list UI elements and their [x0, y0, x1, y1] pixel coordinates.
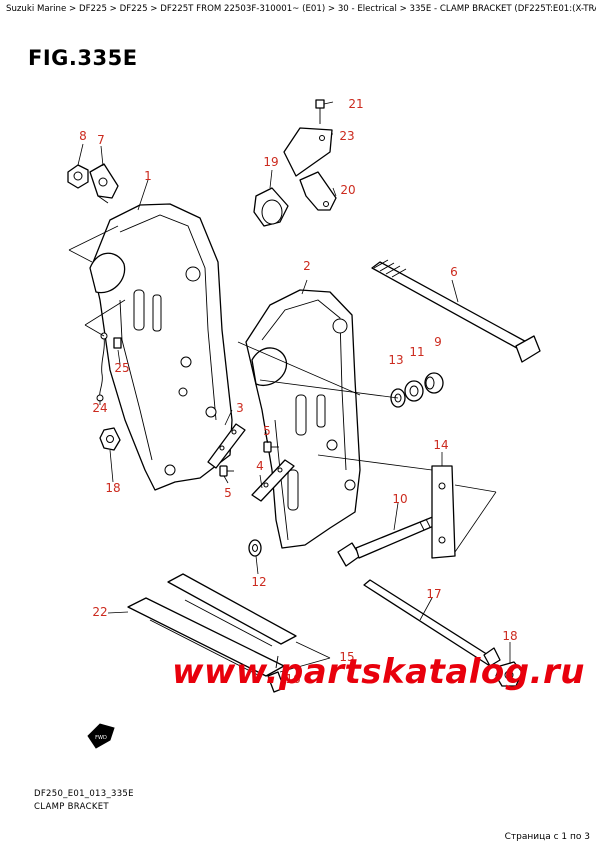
- callout-9: 9: [434, 335, 442, 349]
- callout-18-left: 18: [105, 481, 120, 495]
- callout-19: 19: [263, 155, 278, 169]
- callout-7: 7: [97, 133, 105, 147]
- callout-3: 3: [236, 401, 244, 415]
- part-25-screw[interactable]: [113, 337, 122, 349]
- callout-15: 15: [339, 650, 354, 664]
- part-2-clamp-bracket-right[interactable]: [245, 289, 361, 549]
- callout-21: 21: [348, 97, 363, 111]
- part-6-tilt-tube[interactable]: [371, 259, 541, 363]
- part-14-plate[interactable]: [431, 465, 456, 559]
- fwd-label: FWD: [95, 735, 107, 741]
- part-22-pad[interactable]: [127, 597, 285, 677]
- part-15-pad[interactable]: [167, 573, 297, 647]
- part-16-bolt[interactable]: [267, 655, 285, 693]
- callout-22: 22: [92, 605, 107, 619]
- callout-4: 4: [256, 459, 264, 473]
- part-5-screw[interactable]: [219, 441, 279, 477]
- part-20-bracket[interactable]: [299, 171, 337, 211]
- part-23-cover[interactable]: [283, 127, 333, 177]
- part-18-nut[interactable]: [99, 427, 523, 687]
- part-10-bolt[interactable]: [337, 513, 444, 567]
- leader-lines: [68, 101, 511, 673]
- part-19-cap[interactable]: [253, 187, 289, 227]
- figure-code: DF250_E01_013_335E: [34, 789, 134, 799]
- callout-12: 12: [251, 575, 266, 589]
- breadcrumb[interactable]: Suzuki Marine > DF225 > DF225 > DF225T F…: [6, 4, 596, 14]
- callout-20: 20: [340, 183, 355, 197]
- part-21-bolt[interactable]: [315, 99, 325, 124]
- watermark: www.partskatalog.ru: [172, 652, 586, 692]
- callout-11: 11: [409, 345, 424, 359]
- callout-25: 25: [114, 361, 129, 375]
- callout-8: 8: [79, 129, 87, 143]
- callout-13: 13: [388, 353, 403, 367]
- callout-18-right: 18: [502, 629, 517, 643]
- callout-5-upper: 5: [263, 424, 271, 438]
- callout-23: 23: [339, 129, 354, 143]
- part-12-washer[interactable]: [248, 539, 262, 557]
- part-9-bushing[interactable]: [424, 372, 444, 394]
- callout-2: 2: [303, 259, 311, 273]
- part-3-plate[interactable]: [207, 423, 246, 469]
- figure-subtitle: CLAMP BRACKET: [34, 802, 109, 812]
- figure-title: FIG.335E: [28, 46, 138, 70]
- fwd-arrow-icon: FWD: [87, 723, 115, 749]
- part-7-bracket[interactable]: [89, 163, 119, 204]
- part-24-ground-wire[interactable]: [96, 332, 108, 402]
- callout-1: 1: [144, 169, 152, 183]
- callout-24: 24: [92, 401, 107, 415]
- callout-10: 10: [392, 492, 407, 506]
- part-4-plate[interactable]: [251, 459, 295, 502]
- part-11-bushing[interactable]: [404, 380, 424, 402]
- part-17-tilt-shaft[interactable]: [363, 579, 501, 667]
- callout-6: 6: [450, 265, 458, 279]
- callout-14: 14: [433, 438, 448, 452]
- page-indicator: Страница с 1 по 3: [504, 832, 590, 842]
- part-1-clamp-bracket-left[interactable]: [89, 203, 233, 491]
- callout-16: 16: [285, 672, 300, 686]
- part-8-nut[interactable]: [67, 164, 89, 189]
- callout-5-lower: 5: [224, 486, 232, 500]
- callout-17: 17: [426, 587, 441, 601]
